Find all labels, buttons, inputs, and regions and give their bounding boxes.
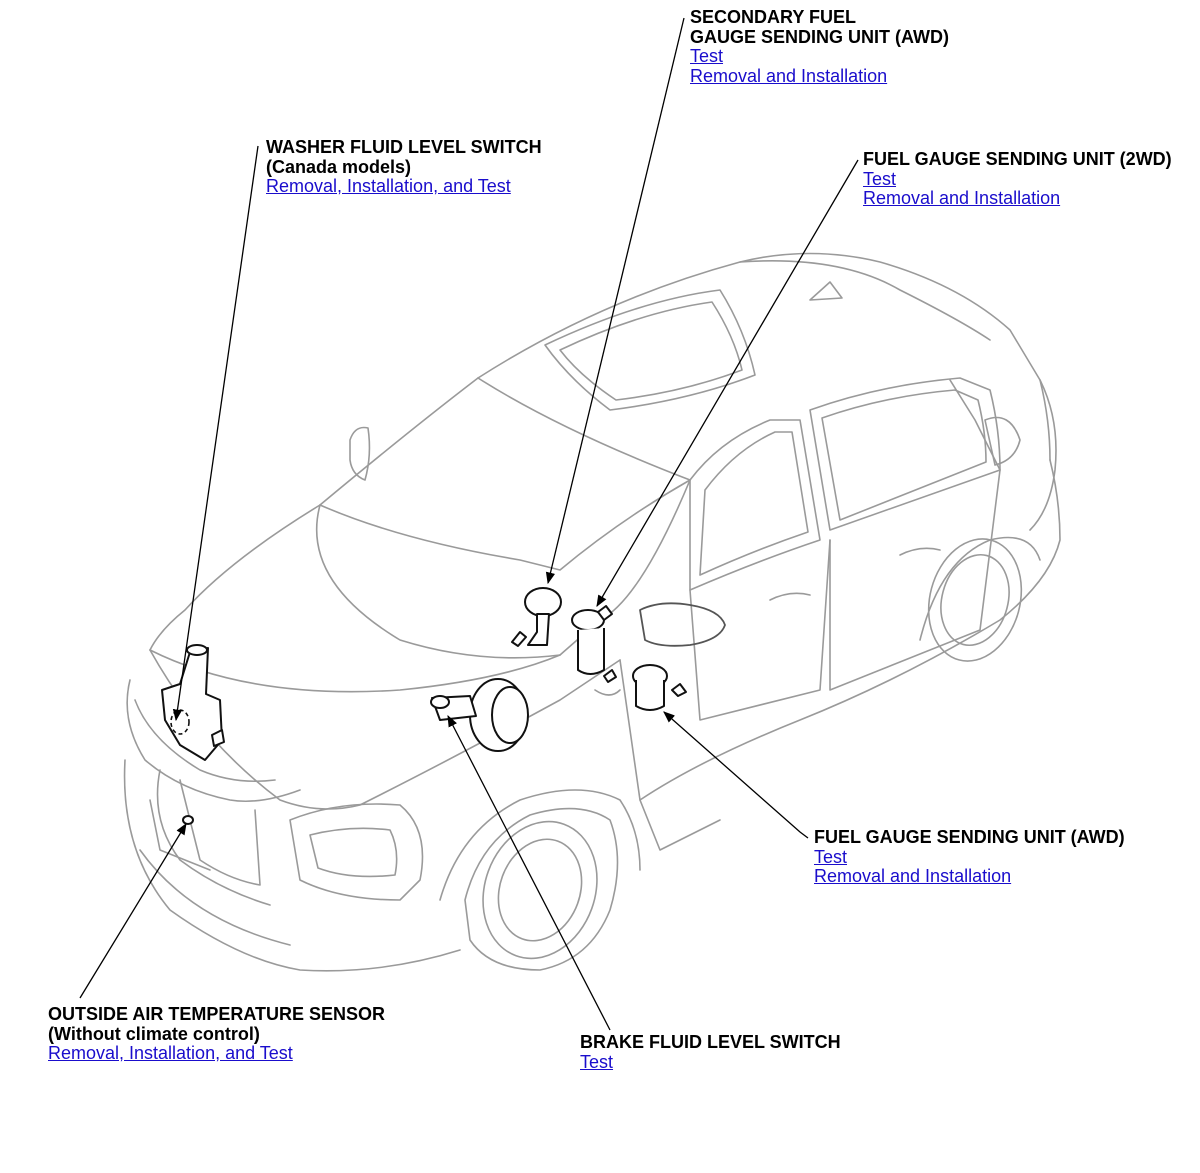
outside-air-removal-link[interactable]: Removal, Installation, and Test xyxy=(48,1043,293,1063)
callout-fuel-2wd: FUEL GAUGE SENDING UNIT (2WD) Test Remov… xyxy=(863,149,1172,209)
callout-title: BRAKE FLUID LEVEL SWITCH xyxy=(580,1032,841,1052)
fuel-awd-removal-link[interactable]: Removal and Installation xyxy=(814,866,1012,886)
callout-secondary-fuel: SECONDARY FUEL GAUGE SENDING UNIT (AWD) … xyxy=(690,7,949,86)
callout-title: WASHER FLUID LEVEL SWITCH xyxy=(266,137,542,157)
brake-fluid-switch-part xyxy=(430,678,529,752)
secondary-fuel-gauge-unit-part xyxy=(511,587,562,647)
callout-washer-fluid: WASHER FLUID LEVEL SWITCH (Canada models… xyxy=(266,137,542,197)
fuel-gauge-awd-part xyxy=(632,664,687,711)
leader-secondary-fuel xyxy=(545,17,685,585)
secondary-fuel-removal-link[interactable]: Removal and Installation xyxy=(690,65,888,86)
secondary-fuel-test-link[interactable]: Test xyxy=(690,46,724,66)
leader-fuel-2wd xyxy=(596,159,859,608)
fuel-gauge-2wd-part xyxy=(571,605,617,683)
fuel-2wd-removal-link[interactable]: Removal and Installation xyxy=(863,188,1061,208)
leader-brake-fluid xyxy=(447,714,611,1031)
fuel-2wd-test-link[interactable]: Test xyxy=(863,168,897,189)
fuel-awd-test-link[interactable]: Test xyxy=(814,846,848,867)
washer-fluid-removal-link[interactable]: Removal, Installation, and Test xyxy=(266,176,511,196)
outside-air-sensor-part xyxy=(182,815,194,825)
callout-title: OUTSIDE AIR TEMPERATURE SENSOR xyxy=(48,1004,386,1024)
leader-fuel-awd xyxy=(663,711,809,839)
leader-outside-air xyxy=(79,823,187,999)
callout-fuel-awd: FUEL GAUGE SENDING UNIT (AWD) Test Remov… xyxy=(814,827,1125,887)
callout-title: (Without climate control) xyxy=(48,1023,260,1044)
callout-title: GAUGE SENDING UNIT (AWD) xyxy=(690,26,949,47)
callout-brake-fluid: BRAKE FLUID LEVEL SWITCH Test xyxy=(580,1032,841,1072)
callout-title: (Canada models) xyxy=(266,156,412,177)
washer-fluid-reservoir-part xyxy=(161,644,225,761)
brake-fluid-test-link[interactable]: Test xyxy=(580,1051,614,1072)
leader-washer-fluid xyxy=(172,145,259,722)
callout-outside-air: OUTSIDE AIR TEMPERATURE SENSOR (Without … xyxy=(48,1004,386,1064)
callout-title: FUEL GAUGE SENDING UNIT (2WD) xyxy=(863,149,1172,169)
callout-title: FUEL GAUGE SENDING UNIT (AWD) xyxy=(814,827,1125,847)
callout-title: SECONDARY FUEL xyxy=(690,7,857,27)
